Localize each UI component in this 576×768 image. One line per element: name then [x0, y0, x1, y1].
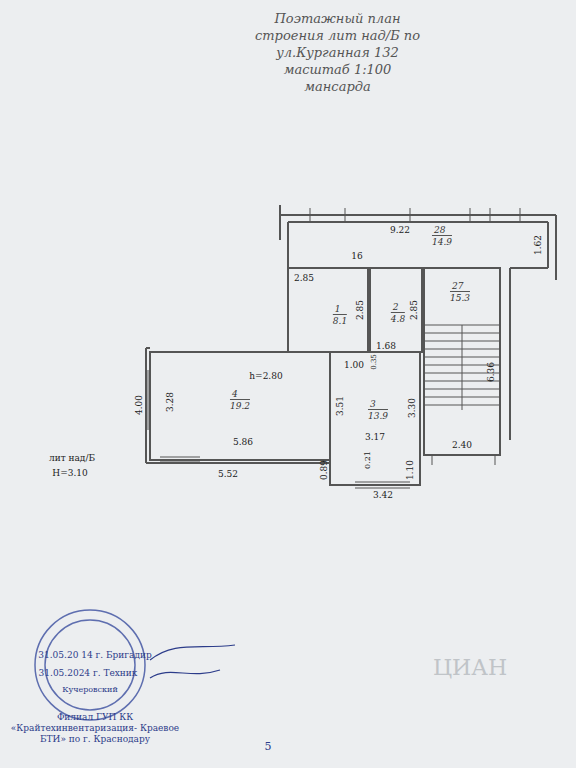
room-area: 8.1: [333, 314, 347, 326]
dimension-label: лит над/Б: [49, 453, 95, 463]
dimension-label: 3.42: [373, 490, 393, 500]
dimension-label: H=3.10: [52, 468, 87, 478]
dimension-label: 2.85: [355, 300, 365, 320]
dimension-label: 1.00: [344, 360, 364, 370]
dimension-label: 16: [351, 251, 362, 261]
dimension-label: 0.89: [319, 460, 329, 480]
dimension-label: 2.40: [452, 440, 472, 450]
room-area: 14.9: [432, 235, 452, 247]
dimension-label: 5.86: [233, 437, 253, 447]
dimension-label: 2.85: [294, 273, 314, 283]
room-area: 4.8: [391, 312, 405, 324]
room-area: 13.9: [368, 409, 388, 421]
dimension-label: 3.28: [165, 392, 175, 412]
stamp-text: 5: [265, 740, 272, 753]
room-number: 28: [432, 225, 452, 235]
dimension-label: 0.21: [363, 451, 373, 469]
dimension-label: 6.36: [486, 362, 496, 382]
stamp-text: Кучеровский: [62, 685, 118, 695]
room-number: 1: [333, 304, 347, 314]
dimension-label: 0.35: [370, 354, 379, 370]
room-label: 24.8: [391, 302, 405, 324]
room-label: 419.2: [230, 389, 250, 411]
dimension-label: 1.62: [533, 235, 543, 255]
dimension-label: h=2.80: [249, 371, 282, 381]
stamp-text: 31.05.2024 г. Техник: [39, 668, 138, 679]
stamp-text: 31.05.20 14 г. Бригадир: [38, 650, 151, 661]
room: 2814.9: [290, 224, 546, 266]
dimension-label: 1.10: [405, 460, 415, 480]
dimension-label: 3.17: [365, 432, 385, 442]
room-label: 2715.3: [450, 281, 470, 303]
dimension-label: 2.85: [409, 300, 419, 320]
room-number: 4: [230, 389, 250, 399]
stamp-text: Филиал ГУП КК «Крайтехинвентаризация- Кр…: [0, 712, 190, 745]
room-number: 3: [368, 399, 388, 409]
room-label: 313.9: [368, 399, 388, 421]
dimension-label: 3.51: [335, 396, 345, 416]
dimension-label: 1.68: [376, 341, 396, 351]
room: 2715.3: [426, 270, 498, 453]
room-number: 2: [391, 302, 405, 312]
dimension-label: 9.22: [390, 225, 410, 235]
dimension-label: 4.00: [134, 395, 144, 415]
plan-title: Поэтажный план строения лит над/Б по ул.…: [250, 10, 425, 95]
dimension-label: 5.52: [218, 469, 238, 479]
stamp-text: ЦИАН: [433, 656, 507, 680]
room-area: 19.2: [230, 399, 250, 411]
room-label: 2814.9: [432, 225, 452, 247]
room-area: 15.3: [450, 291, 470, 303]
room-number: 27: [450, 281, 470, 291]
room-label: 18.1: [333, 304, 347, 326]
dimension-label: 3.30: [407, 398, 417, 418]
